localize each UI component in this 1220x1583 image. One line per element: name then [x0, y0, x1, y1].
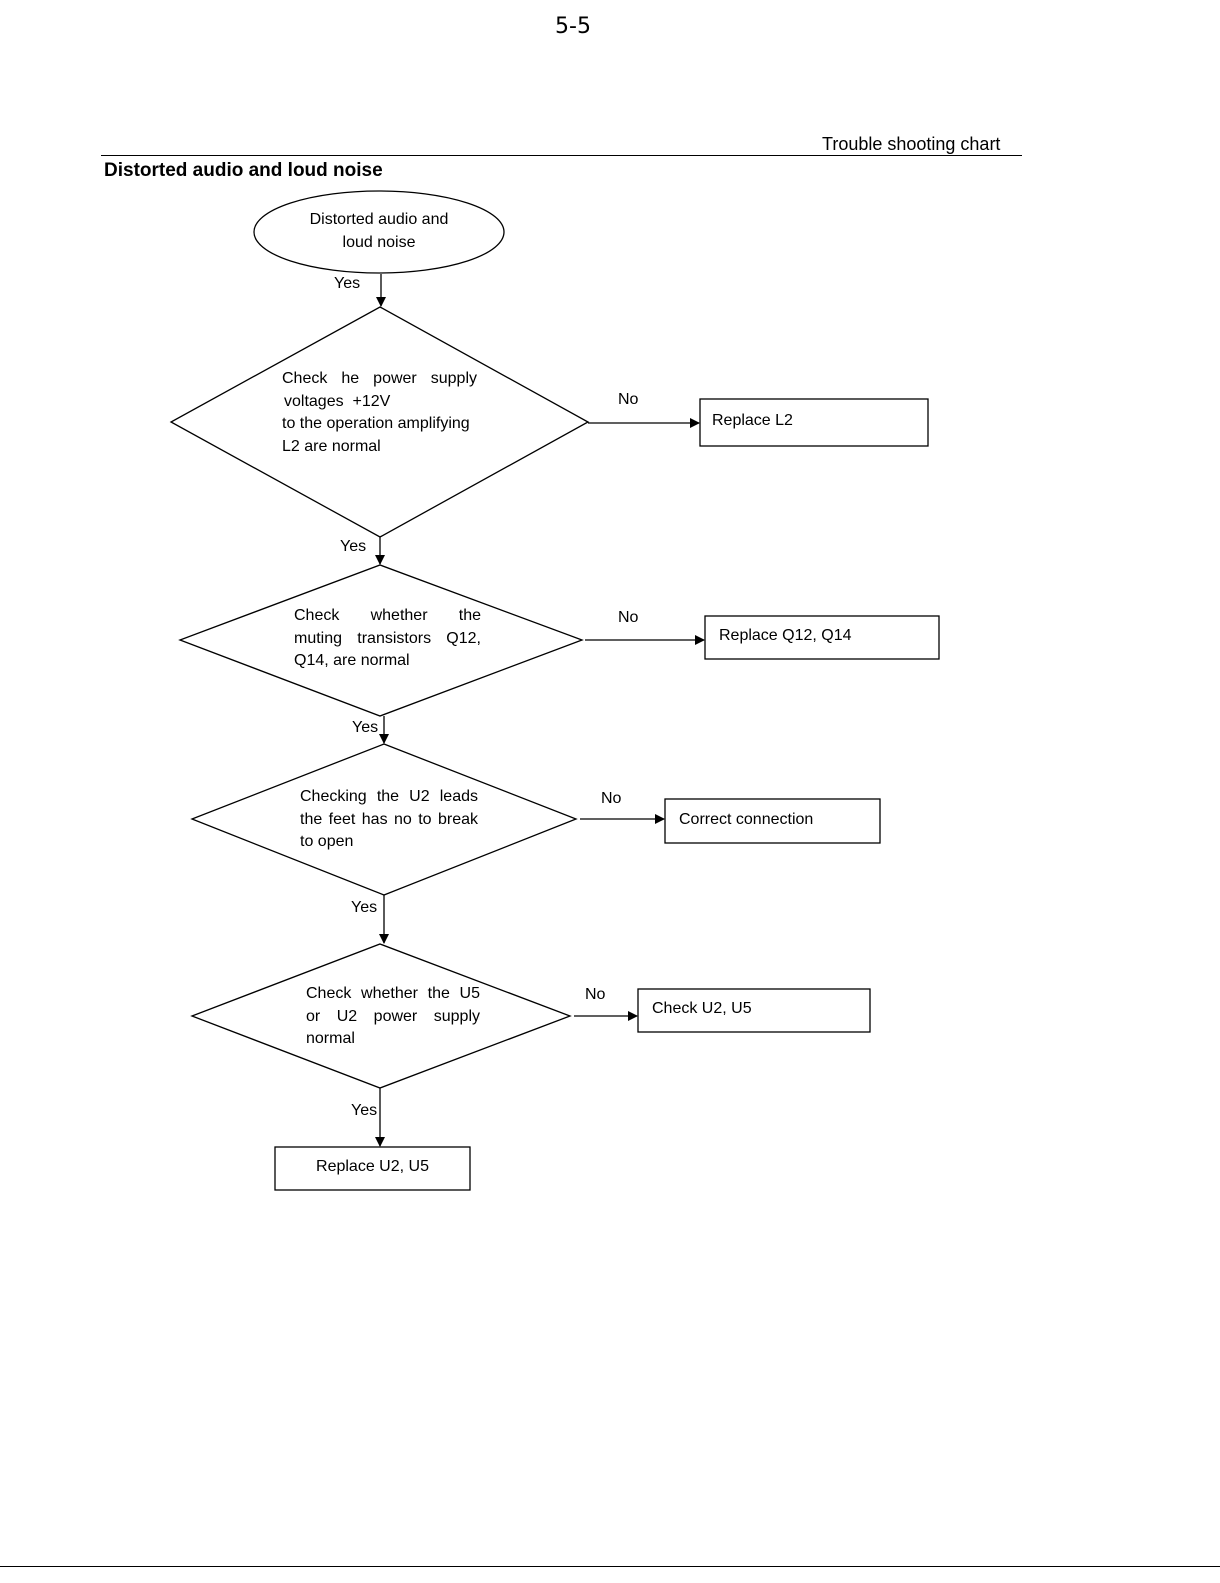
action-1-label: Replace L2 — [712, 412, 793, 429]
decision-1-line-2: voltages +12V — [284, 392, 391, 410]
end-label: Replace U2, U5 — [316, 1158, 429, 1175]
decision-2-line-3: Q14, are normal — [294, 652, 410, 669]
action-4-box — [637, 988, 871, 1033]
action-3-label: Correct connection — [679, 811, 814, 828]
action-4-label: Check U2, U5 — [652, 1000, 752, 1017]
yes-label-3: Yes — [351, 899, 378, 916]
decision-1-line-4: L2 are normal — [282, 437, 381, 455]
decision-2-line-1: Check whether the — [294, 607, 481, 624]
decision-3-text: Checking the U2 leads the feet has no to… — [300, 786, 478, 854]
action-3-box — [664, 798, 881, 844]
action-2-box — [704, 615, 940, 660]
action-2-label: Replace Q12, Q14 — [719, 627, 852, 644]
decision-1-text: Check he power supply voltages +12V to t… — [282, 368, 477, 458]
start-label: Distorted audio and loud noise — [309, 211, 449, 251]
start-ellipse — [253, 190, 505, 274]
yes-label-1: Yes — [340, 538, 367, 555]
decision-3-line-3: to open — [300, 833, 354, 850]
end-box — [274, 1146, 471, 1191]
decision-4-line-3: normal — [306, 1030, 355, 1047]
yes-label-start: Yes — [334, 275, 361, 292]
no-label-4: No — [585, 986, 606, 1003]
section-title: Distorted audio and loud noise — [104, 160, 383, 181]
no-label-2: No — [618, 609, 639, 626]
decision-2-diamond — [178, 564, 584, 717]
no-label-3: No — [601, 790, 622, 807]
bottom-rule — [0, 1566, 1220, 1567]
yes-label-2: Yes — [352, 719, 379, 736]
action-1-box — [699, 398, 929, 447]
decision-3-line-2: the feet has no to break — [300, 810, 478, 828]
decision-4-line-1: Check whether the U5 — [306, 985, 480, 1002]
header-rule — [101, 155, 1022, 156]
decision-4-text: Check whether the U5 or U2 power supply … — [306, 983, 480, 1051]
decision-1-line-1: Check he power supply — [282, 370, 477, 387]
decision-2-line-2: muting transistors Q12, — [294, 629, 481, 647]
yes-label-4: Yes — [351, 1102, 378, 1119]
decision-2-text: Check whether the muting transistors Q12… — [294, 605, 481, 673]
decision-4-line-2: or U2 power supply — [306, 1007, 480, 1025]
no-label-1: No — [618, 391, 639, 408]
decision-1-line-3: to the operation amplifying — [282, 415, 470, 432]
page-number: 5-5 — [555, 14, 591, 39]
decision-3-line-1: Checking the U2 leads — [300, 788, 478, 805]
header-label: Trouble shooting chart — [822, 134, 1001, 154]
